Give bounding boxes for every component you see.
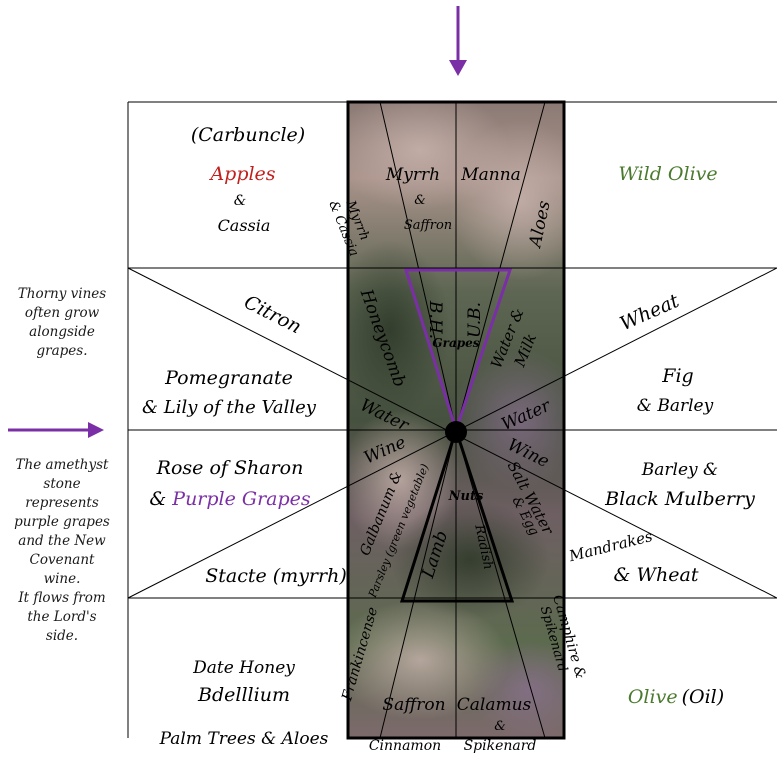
bh-label: B.H.: [425, 300, 445, 339]
calamus-label: Calamus: [457, 695, 532, 715]
black-mulberry-label: Black Mulberry: [604, 488, 755, 510]
pomegranate-label: Pomegranate: [164, 367, 293, 389]
myrrh-ampersand: &: [414, 193, 426, 208]
ub-label: U.B.: [465, 302, 485, 338]
lily-label: & Lily of the Valley: [142, 397, 317, 418]
apples-ampersand: &: [234, 193, 246, 209]
note-line: The amethyst: [15, 457, 109, 473]
date-honey-label: Date Honey: [192, 658, 295, 678]
center-frame: [346, 100, 566, 740]
note-line: Covenant: [29, 552, 95, 568]
purple-grapes-ampersand: &: [149, 488, 172, 510]
thorny-vines-note: Thorny vines often grow alongside grapes…: [6, 285, 118, 361]
olive-label: Olive: [628, 686, 678, 708]
citron-label: Citron: [241, 291, 305, 338]
barley-bottom-label: Barley &: [641, 460, 718, 480]
spikenard-label: Spikenard: [464, 738, 537, 754]
center-dot: [445, 421, 467, 443]
myrrh-top-label: Myrrh: [385, 165, 440, 185]
olive-line: Olive(Oil): [628, 686, 724, 708]
note-line: alongside: [29, 324, 95, 340]
note-line: purple grapes: [14, 514, 110, 530]
palm-trees-label: Palm Trees & Aloes: [159, 729, 329, 749]
carbuncle-label: (Carbuncle): [191, 124, 305, 146]
wild-olive-label: Wild Olive: [618, 163, 717, 185]
fig-label: Fig: [661, 365, 693, 387]
apples-label: Apples: [208, 163, 275, 185]
cassia-label: Cassia: [218, 216, 271, 235]
note-line: and the New: [18, 533, 106, 549]
purple-grapes-line: & Purple Grapes: [149, 488, 311, 510]
bdellium-label: Bdelllium: [197, 684, 290, 706]
oil-label: (Oil): [682, 686, 725, 708]
note-line: Thorny vines: [17, 286, 107, 302]
amethyst-note: The amethyst stone represents purple gra…: [6, 456, 118, 646]
rose-of-sharon-label: Rose of Sharon: [156, 457, 304, 479]
nuts-label: Nuts: [448, 489, 484, 504]
stacte-label: Stacte (myrrh): [205, 565, 347, 587]
note-line: It flows from: [18, 590, 106, 606]
note-line: often grow: [24, 305, 100, 321]
note-line: the Lord's: [27, 609, 97, 625]
mandrakes-label: Mandrakes: [566, 527, 654, 565]
note-line: side.: [45, 628, 79, 644]
black-triangle: [399, 425, 515, 603]
note-line: stone: [43, 476, 81, 492]
purple-triangle: [403, 268, 513, 435]
right-arrow: [8, 422, 104, 438]
manna-label: Manna: [460, 165, 521, 185]
grapes-label: Grapes: [432, 336, 479, 350]
note-line: represents: [25, 495, 99, 511]
down-arrow: [449, 6, 467, 76]
saffron-bottom-label: Saffron: [382, 695, 445, 715]
purple-grapes-label: Purple Grapes: [171, 488, 311, 510]
calamus-ampersand: &: [494, 719, 506, 734]
barley-top-label: & Barley: [637, 396, 714, 416]
saffron-top-label: Saffron: [404, 218, 452, 233]
cinnamon-label: Cinnamon: [369, 738, 441, 754]
grid-lines: [127, 101, 777, 739]
note-line: grapes.: [36, 343, 88, 359]
wheat-bottom-label: & Wheat: [614, 564, 699, 586]
wheat-top-label: Wheat: [617, 290, 683, 335]
note-line: wine.: [43, 571, 81, 587]
